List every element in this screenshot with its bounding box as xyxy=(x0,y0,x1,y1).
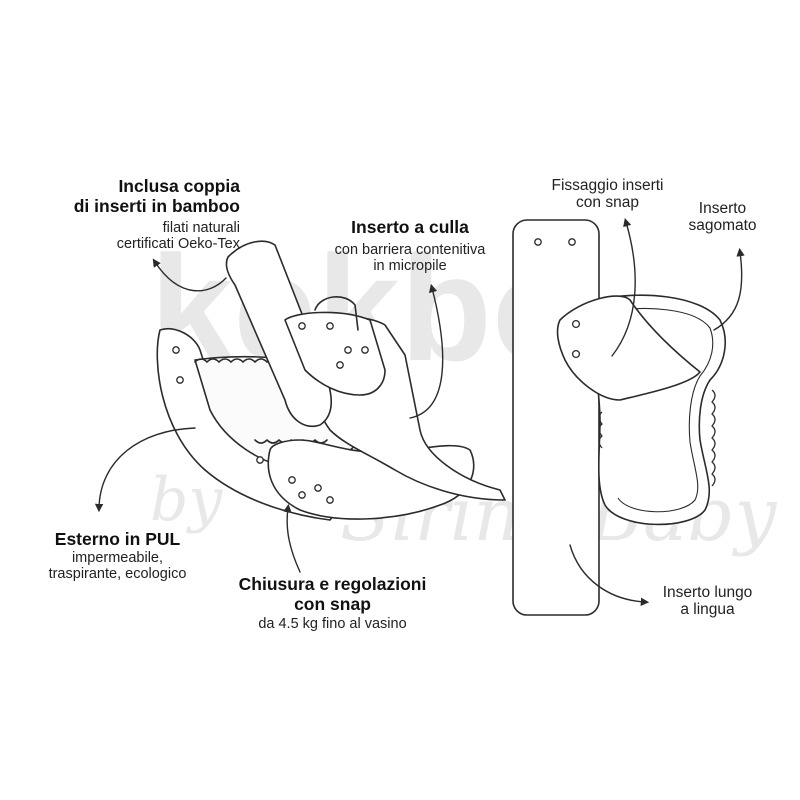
shaped-insert-ruffle-left xyxy=(598,411,603,449)
snap-closure-title-1: Chiusura e regolazioni xyxy=(238,574,427,594)
inserts-pair-subtitle-2: certificati Oeko-Tex xyxy=(116,236,240,253)
arrow-inserts-pair xyxy=(152,258,227,292)
cradle-insert-subtitle-2: in micropile xyxy=(373,257,447,274)
arrow-shaped-insert xyxy=(713,247,745,331)
arrow-snap-fixing xyxy=(611,217,636,357)
label-shaped-insert: Inserto sagomato xyxy=(670,200,775,235)
watermark-by: by xyxy=(150,465,223,535)
shaped-insert-contour xyxy=(607,308,714,513)
right-inserts xyxy=(512,219,726,616)
snap-closure-subtitle: da 4.5 kg fino al vasino xyxy=(258,616,407,633)
label-pul-exterior: Esterno in PUL impermeabile, traspirante… xyxy=(30,529,205,582)
inserts-pair-title-1: Inclusa coppia xyxy=(118,176,240,196)
inserts-pair-subtitle-1: filati naturali xyxy=(162,220,240,237)
label-inserts-pair: Inclusa coppia di inserti in bamboo fila… xyxy=(40,176,240,253)
label-cradle-insert: Inserto a culla con barriera contenitiva… xyxy=(300,217,520,274)
snap-fixing-line-1: Fissaggio inserti xyxy=(551,177,664,194)
shaped-insert-ruffle xyxy=(711,389,716,487)
shaped-insert-line-1: Inserto xyxy=(698,200,747,217)
pul-exterior-title: Esterno in PUL xyxy=(54,529,181,549)
label-snap-fixing: Fissaggio inserti con snap xyxy=(525,177,690,212)
shaped-insert-line-2: sagomato xyxy=(688,217,757,235)
label-snap-closure: Chiusura e regolazioni con snap da 4.5 k… xyxy=(215,574,450,633)
pul-exterior-subtitle-1: impermeabile, xyxy=(71,549,164,566)
arrow-snap-closure xyxy=(283,503,301,573)
long-tongue-insert xyxy=(512,219,600,616)
insert-loop xyxy=(314,296,359,331)
snap-fixing-line-2: con snap xyxy=(576,194,639,212)
snap-closure-title-2: con snap xyxy=(294,593,371,614)
arrow-pul-exterior xyxy=(94,427,196,513)
diaper-left xyxy=(156,240,506,521)
bamboo-insert-upper xyxy=(225,240,332,427)
long-insert-line-1: Inserto lungo xyxy=(662,584,753,601)
cradle-flap xyxy=(284,311,386,396)
cradle-insert-title: Inserto a culla xyxy=(351,217,469,237)
arrow-long-insert xyxy=(569,544,650,606)
arrow-cradle-insert xyxy=(409,283,444,419)
callout-arrows xyxy=(94,217,745,606)
left-snaps xyxy=(172,322,369,504)
cradle-insert-subtitle-1: con barriera contenitiva xyxy=(334,241,486,258)
right-snaps xyxy=(534,238,581,359)
shaped-insert-flap xyxy=(556,295,701,401)
inserts-pair-title-2: di inserti in bamboo xyxy=(73,195,240,216)
long-insert-line-2: a lingua xyxy=(680,601,735,619)
pul-exterior-subtitle-2: traspirante, ecologico xyxy=(48,565,187,582)
label-long-insert: Inserto lungo a lingua xyxy=(640,584,775,619)
